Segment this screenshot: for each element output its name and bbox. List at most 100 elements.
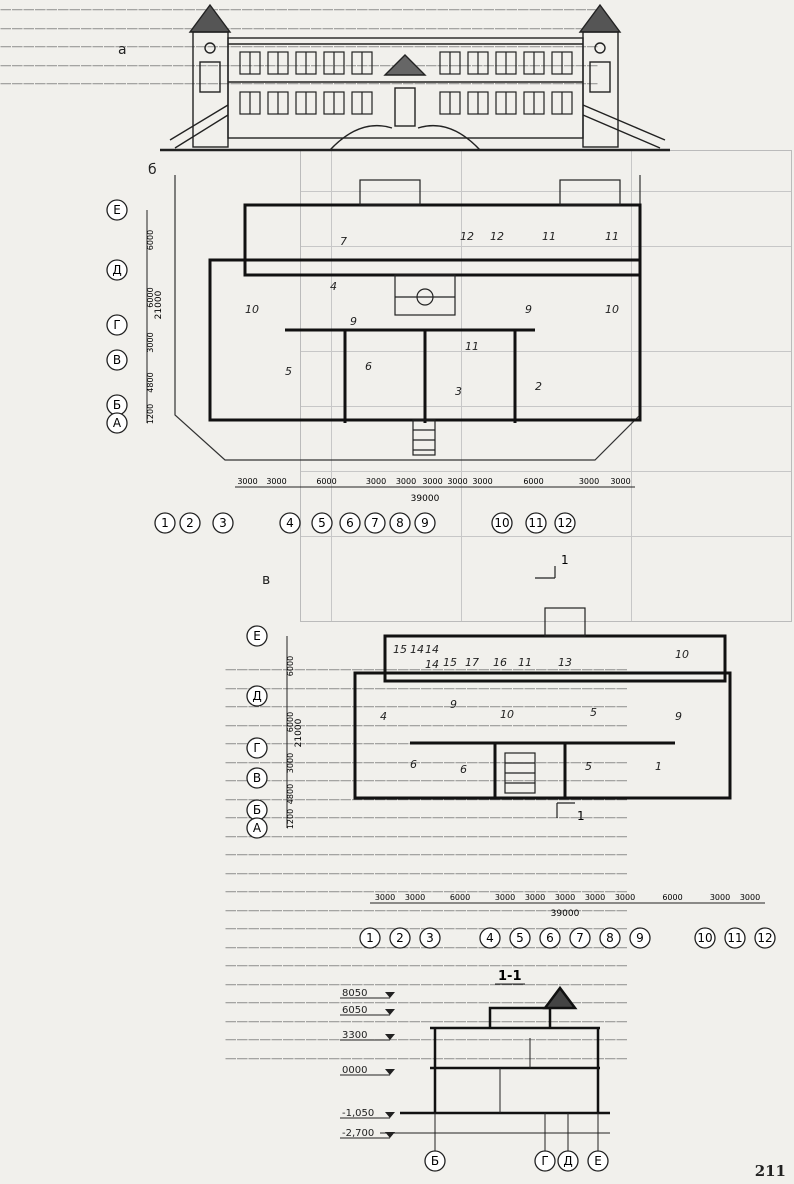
col-dimension: 3000 <box>405 893 425 902</box>
level-mark: 0000 <box>340 1065 395 1076</box>
panel-label-a: а <box>118 42 127 58</box>
svg-text:9: 9 <box>636 931 644 945</box>
svg-text:9: 9 <box>421 516 429 530</box>
svg-text:12: 12 <box>757 931 772 945</box>
room-number: 11 <box>518 656 532 669</box>
room-number: 5 <box>285 365 292 378</box>
col-dimension: 3000 <box>495 893 515 902</box>
svg-text:4: 4 <box>486 931 494 945</box>
room-number: 13 <box>558 656 572 669</box>
row-axis-marker: Б <box>246 799 268 821</box>
svg-text:11: 11 <box>528 516 543 530</box>
col-axis-marker: 9 <box>629 927 651 949</box>
svg-text:1: 1 <box>366 931 374 945</box>
svg-text:А: А <box>113 416 122 430</box>
room-number: 12 <box>460 230 474 243</box>
row-dimension: 1200 <box>146 404 155 424</box>
svg-text:В: В <box>253 771 261 785</box>
col-dimension: 3000 <box>237 477 257 486</box>
svg-text:-2,700: -2,700 <box>342 1128 374 1139</box>
room-number: 14 <box>425 658 439 671</box>
room-number: 15 <box>443 656 457 669</box>
col-total-dimension: 39000 <box>411 494 440 504</box>
svg-text:12: 12 <box>557 516 572 530</box>
room-number: 14 <box>425 643 439 656</box>
col-axis-marker: 3 <box>419 927 441 949</box>
row-axis-marker: Г <box>246 737 268 759</box>
col-axis-marker: 8 <box>599 927 621 949</box>
col-axis-marker: 1 <box>154 512 176 534</box>
svg-text:10: 10 <box>697 931 712 945</box>
col-axis-marker: 1 <box>359 927 381 949</box>
col-axis-marker: 10 <box>491 512 513 534</box>
level-mark: 3300 <box>340 1030 395 1041</box>
col-dimension: 3000 <box>266 477 286 486</box>
room-number: 10 <box>245 303 259 316</box>
col-axis-marker: 12 <box>754 927 776 949</box>
svg-text:Г: Г <box>541 1154 548 1168</box>
col-dimension: 3000 <box>375 893 395 902</box>
section-axis-marker: Е <box>587 1150 609 1172</box>
svg-text:8: 8 <box>606 931 614 945</box>
row-axis-marker: Д <box>106 259 128 281</box>
svg-text:Е: Е <box>594 1154 602 1168</box>
svg-text:3: 3 <box>426 931 434 945</box>
room-number: 6 <box>365 360 372 373</box>
col-axis-marker: 12 <box>554 512 576 534</box>
row-dimension: 6000 <box>286 656 295 676</box>
col-axis-marker: 3 <box>212 512 234 534</box>
section-axis-marker: Б <box>424 1150 446 1172</box>
row-dimension: 6000 <box>146 230 155 250</box>
col-dimension: 3000 <box>740 893 760 902</box>
section-axis-marker: Г <box>534 1150 556 1172</box>
svg-text:8050: 8050 <box>342 988 367 999</box>
panel-label-v: в <box>262 572 271 588</box>
row-dimension: 6000 <box>146 287 155 307</box>
level-mark: 8050 <box>340 988 395 999</box>
svg-text:В: В <box>113 353 121 367</box>
svg-text:Е: Е <box>113 203 121 217</box>
room-number: 5 <box>590 706 597 719</box>
col-dimension: 3000 <box>555 893 575 902</box>
svg-text:6050: 6050 <box>342 1005 367 1016</box>
section-title: 1-1 <box>498 969 522 984</box>
row-axis-marker: А <box>106 412 128 434</box>
col-dimension: 6000 <box>523 477 543 486</box>
row-dimension: 3000 <box>286 753 295 773</box>
room-number: 2 <box>535 380 542 393</box>
col-axis-marker: 11 <box>525 512 547 534</box>
svg-text:5: 5 <box>318 516 326 530</box>
room-number: 6 <box>460 763 467 776</box>
svg-text:Б: Б <box>431 1154 439 1168</box>
row-axis-marker: Д <box>246 685 268 707</box>
room-number: 17 <box>465 656 479 669</box>
col-axis-marker: 6 <box>339 512 361 534</box>
svg-text:6: 6 <box>546 931 554 945</box>
col-total-dimension: 39000 <box>551 909 580 919</box>
col-axis-marker: 2 <box>179 512 201 534</box>
col-dimension: 6000 <box>450 893 470 902</box>
row-axis-marker: Г <box>106 314 128 336</box>
col-dimension: 3000 <box>366 477 386 486</box>
room-number: 4 <box>330 280 337 293</box>
col-dimension: 3000 <box>579 477 599 486</box>
panel-label-b: б <box>148 162 157 178</box>
svg-text:Д: Д <box>252 689 261 703</box>
svg-text:А: А <box>253 821 262 835</box>
col-axis-marker: 8 <box>389 512 411 534</box>
page-number: 211 <box>754 1162 786 1180</box>
col-axis-marker: 5 <box>509 927 531 949</box>
svg-text:-1,050: -1,050 <box>342 1108 374 1119</box>
svg-text:Д: Д <box>112 263 121 277</box>
cut-mark-top: 1 <box>561 553 569 567</box>
row-axis-marker: В <box>106 349 128 371</box>
col-dimension: 3000 <box>472 477 492 486</box>
room-number: 4 <box>380 710 387 723</box>
room-number: 16 <box>493 656 507 669</box>
col-dimension: 3000 <box>422 477 442 486</box>
col-dimension: 3000 <box>710 893 730 902</box>
room-number: 9 <box>450 698 457 711</box>
